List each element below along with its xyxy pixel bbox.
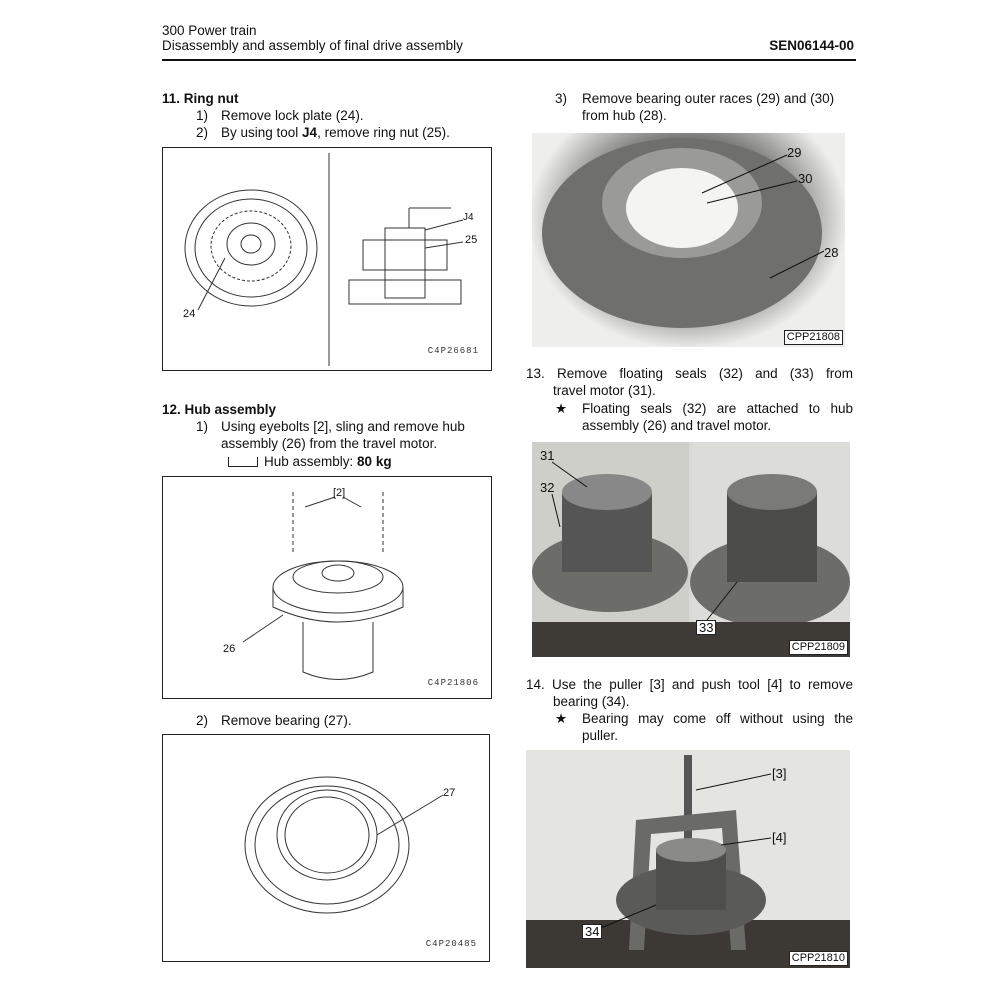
- step-13-text: 13. Remove floating seals (32) and (33) …: [526, 366, 853, 381]
- hub-photo-sketch: [542, 138, 825, 328]
- figure-ring-nut: 24 J4 25 C4P26681: [162, 147, 492, 371]
- note-text: assembly (26) and travel motor.: [582, 418, 772, 433]
- bearing-drawing: [244, 776, 444, 914]
- photo-code: CPP21810: [788, 951, 848, 966]
- callout-29: 29: [787, 145, 802, 160]
- note-text: Bearing may come off without using the: [582, 711, 853, 726]
- text: , remove ring nut (25).: [317, 125, 450, 140]
- step-14-text: 14. Use the puller [3] and push tool [4]…: [526, 677, 853, 692]
- header-rule: [162, 59, 856, 61]
- callout-27: 27: [443, 787, 456, 799]
- photo-code: CPP21808: [783, 330, 843, 345]
- callout-j4: J4: [463, 212, 474, 223]
- tool-id: J4: [302, 125, 318, 140]
- seals-photo-sketch: [532, 442, 850, 657]
- page-title: Disassembly and assembly of final drive …: [162, 38, 463, 53]
- star-icon: ★: [555, 711, 568, 726]
- weight-value: 80 kg: [357, 454, 392, 469]
- weight-icon: [228, 457, 258, 468]
- step-num: 2): [196, 713, 209, 728]
- note-text: Floating seals (32) are attached to hub: [582, 401, 853, 416]
- hub-sling-drawing: [242, 492, 404, 680]
- figure-hub-assembly: [2] 26 C4P21806: [162, 476, 492, 699]
- step-num: 3): [555, 91, 568, 106]
- step-text: Using eyebolts [2], sling and remove hub: [221, 419, 465, 434]
- photo-puller: [3] [4] 34 CPP21810: [526, 750, 850, 968]
- figure-code: C4P26681: [427, 346, 479, 356]
- text: By using tool: [221, 125, 303, 140]
- callout-32: 32: [540, 480, 555, 495]
- step-text: bearing (34).: [553, 694, 630, 709]
- step-text: assembly (26) from the travel motor.: [221, 436, 438, 451]
- callout-31: 31: [540, 448, 555, 463]
- step-text: By using tool J4, remove ring nut (25).: [221, 124, 450, 141]
- callout-33: 33: [696, 620, 717, 635]
- weight-label: Hub assembly:: [264, 454, 358, 469]
- section-title: 300 Power train: [162, 23, 257, 38]
- callout-eyebolts: [2]: [333, 487, 346, 499]
- step-11-heading: 11. Ring nut: [162, 91, 239, 106]
- step-text: from hub (28).: [582, 108, 667, 123]
- figure-code: C4P21806: [427, 678, 479, 688]
- step-num: 1): [196, 419, 209, 434]
- callout-26: 26: [223, 643, 236, 655]
- step-num: 1): [196, 108, 209, 123]
- photo-code: CPP21809: [788, 640, 848, 655]
- callout-30: 30: [798, 171, 813, 186]
- puller-photo-sketch: [526, 755, 850, 968]
- figure-bearing: 27 C4P20485: [162, 734, 490, 962]
- callout-push-tool: [4]: [772, 830, 787, 845]
- ring-nut-drawing: [184, 153, 464, 366]
- step-text: Remove lock plate (24).: [221, 108, 364, 123]
- step-text: Remove bearing outer races (29) and (30): [582, 91, 835, 106]
- note-text: puller.: [582, 728, 619, 743]
- callout-28: 28: [824, 245, 839, 260]
- step-num: 2): [196, 125, 209, 140]
- step-12-heading: 12. Hub assembly: [162, 402, 277, 417]
- step-text: Remove bearing (27).: [221, 713, 352, 728]
- photo-floating-seals: 31 32 33 CPP21809: [532, 442, 850, 657]
- figure-code: C4P20485: [425, 939, 477, 949]
- callout-25: 25: [465, 234, 478, 246]
- photo-hub: 29 30 28 CPP21808: [532, 133, 845, 347]
- callout-34: 34: [582, 924, 603, 939]
- star-icon: ★: [555, 401, 568, 416]
- doc-id: SEN06144-00: [769, 38, 854, 53]
- step-text: travel motor (31).: [553, 383, 656, 398]
- callout-24: 24: [183, 308, 196, 320]
- weight-note: Hub assembly: 80 kg: [228, 453, 392, 470]
- callout-puller: [3]: [772, 766, 787, 781]
